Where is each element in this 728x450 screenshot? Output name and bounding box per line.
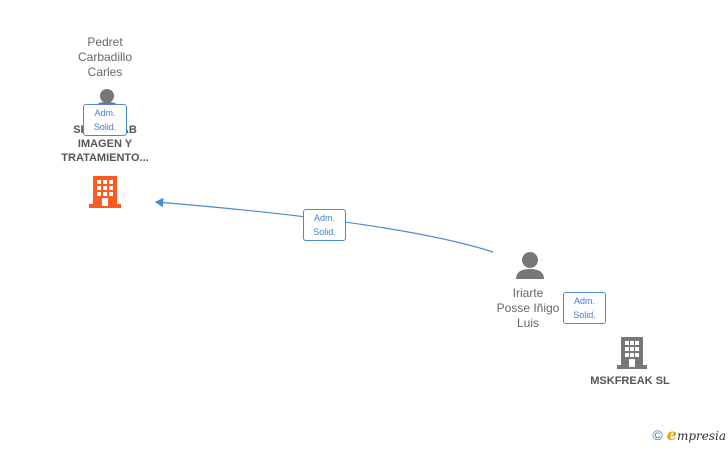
edge-badge-iriarte-company[interactable]: Adm. Solid. [303,209,346,241]
edge-badge-iriarte-mskfreak[interactable]: Adm. Solid. [563,292,606,324]
edge-badge-pedret[interactable]: Adm. Solid. [83,104,127,136]
building-icon-main[interactable] [89,174,121,208]
company-label-mskfreak[interactable]: MSKFREAK SL [590,375,670,387]
building-icon-mskfreak[interactable] [617,335,647,369]
edge-badge-line2: Solid. [313,227,336,237]
copyright-icon: © [652,427,663,443]
footer-brand: ©empresia [652,425,726,444]
person-label-iriarte[interactable]: Iriarte Posse Iñigo Luis [496,286,560,330]
edge-badge-line2: Solid. [93,122,117,132]
edge-badge-line1: Adm. [313,213,335,223]
person-label-pedret[interactable]: Pedret Carbadillo Carles [77,35,133,79]
edge-iriarte-to-company [154,197,494,253]
edge-badge-line1: Adm. [94,108,116,118]
brand-logo: empresia [666,425,726,444]
edge-badge-line2: Solid. [573,310,596,320]
person-icon-iriarte[interactable] [515,251,545,279]
edge-badge-line1: Adm. [573,296,595,306]
